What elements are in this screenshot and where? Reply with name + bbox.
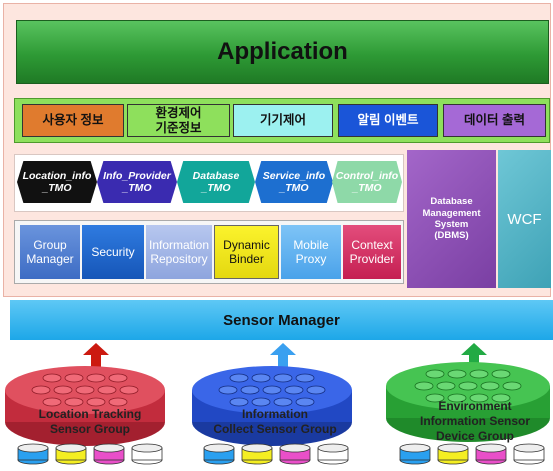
module-data-output: 데이터 출력 <box>443 104 546 137</box>
sensor-node <box>469 393 489 403</box>
wcf-block: WCF <box>498 150 551 288</box>
sensor-node <box>436 381 456 391</box>
sensor-node <box>502 381 522 391</box>
sensor-node <box>64 373 84 383</box>
mini-sensor <box>203 443 235 465</box>
service-security: Security <box>82 225 144 279</box>
sensor-node <box>306 385 326 395</box>
sensor-node <box>64 397 84 407</box>
sensor-node <box>75 385 95 395</box>
sensor-node <box>273 397 293 407</box>
mini-sensor <box>513 443 545 465</box>
up-arrow-icon <box>461 343 487 367</box>
sensor-node <box>447 369 467 379</box>
sensor-manager-bar: Sensor Manager <box>10 300 553 340</box>
sensor-node <box>229 373 249 383</box>
sensor-node <box>262 385 282 395</box>
sensor-node <box>295 397 315 407</box>
mini-sensor <box>475 443 507 465</box>
service-group-manager: Group Manager <box>20 225 80 279</box>
module-alarm-event: 알림 이벤트 <box>338 104 438 137</box>
sensor-node <box>458 381 478 391</box>
mini-sensor <box>279 443 311 465</box>
service-dynamic-binder: Dynamic Binder <box>214 225 279 279</box>
sensor-node <box>251 373 271 383</box>
module-device-control: 기기제어 <box>233 104 333 137</box>
sensor-node <box>53 385 73 395</box>
sensor-node <box>229 397 249 407</box>
sensor-node <box>480 381 500 391</box>
dbms-block: Database Management System (DBMS) <box>407 150 496 288</box>
up-arrow-icon <box>270 343 296 367</box>
information-sensor-group-label: Information Collect Sensor Group <box>213 407 337 436</box>
sensor-groups-illustration <box>5 362 550 465</box>
service-information-repository: Information Repository <box>146 225 212 279</box>
sensor-node <box>42 397 62 407</box>
tmo-info-provider: Info_Provider _TMO <box>97 161 177 203</box>
tmo-database: Database _TMO <box>177 161 255 203</box>
mini-sensor <box>437 443 469 465</box>
location-sensor-group-label: Location Tracking Sensor Group <box>38 407 142 436</box>
application-bar: Application <box>16 20 549 84</box>
environment-sensor-group-label: Environment Information Sensor Device Gr… <box>419 399 530 443</box>
mini-sensor <box>131 443 163 465</box>
sensor-node <box>469 369 489 379</box>
mini-sensor <box>17 443 49 465</box>
sensor-node <box>425 369 445 379</box>
sensor-node <box>97 385 117 395</box>
sensor-node <box>295 373 315 383</box>
sensor-node <box>284 385 304 395</box>
sensor-node <box>447 393 467 403</box>
module-environment-control: 환경제어 기준정보 <box>127 104 230 137</box>
sensor-node <box>251 397 271 407</box>
sensor-node <box>119 385 139 395</box>
sensor-node <box>108 373 128 383</box>
tmo-control-info: Control_info _TMO <box>332 161 402 203</box>
sensor-node <box>86 397 106 407</box>
sensor-node <box>218 385 238 395</box>
sensor-node <box>273 373 293 383</box>
mini-sensor <box>55 443 87 465</box>
sensor-node <box>491 393 511 403</box>
up-arrow-icon <box>83 343 109 367</box>
module-user-info: 사용자 정보 <box>22 104 124 137</box>
application-label: Application <box>217 38 348 65</box>
mini-sensor <box>93 443 125 465</box>
service-mobile-proxy: Mobile Proxy <box>281 225 341 279</box>
tmo-service-info: Service_info _TMO <box>255 161 333 203</box>
sensor-node <box>425 393 445 403</box>
mini-sensor <box>399 443 431 465</box>
service-context-provider: Context Provider <box>343 225 401 279</box>
mini-sensor <box>241 443 273 465</box>
sensor-node <box>31 385 51 395</box>
sensor-node <box>108 397 128 407</box>
sensor-node <box>414 381 434 391</box>
tmo-location-info: Location_info _TMO <box>17 161 97 203</box>
sensor-node <box>86 373 106 383</box>
sensor-node <box>491 369 511 379</box>
mini-sensor <box>317 443 349 465</box>
sensor-node <box>240 385 260 395</box>
sensor-node <box>42 373 62 383</box>
